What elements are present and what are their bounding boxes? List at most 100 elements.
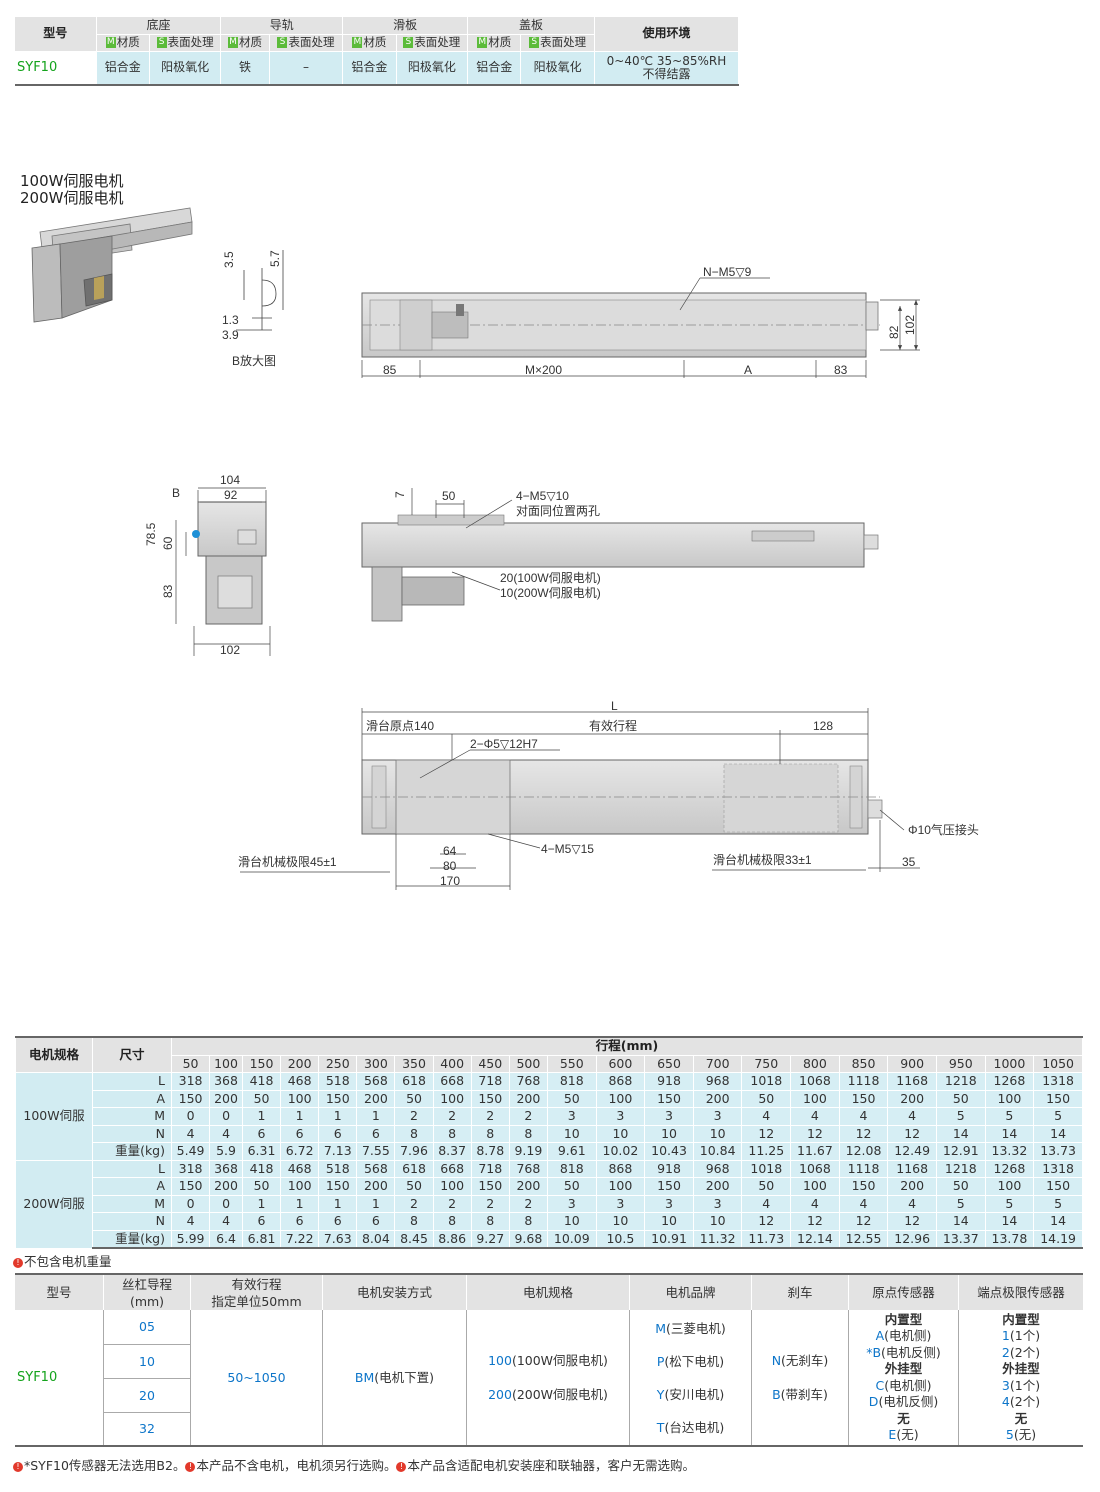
- cover-material: 铝合金: [467, 51, 522, 86]
- dimension-value: 868: [595, 1159, 646, 1178]
- dimension-value: 5: [935, 1194, 986, 1213]
- limit-option-5: 5(无): [959, 1427, 1083, 1444]
- limit-options: 内置型 1(1个) 2(2个) 外挂型 3(1个) 4(2个) 无 5(无): [958, 1310, 1083, 1447]
- order-header-origin: 原点传感器: [848, 1274, 959, 1310]
- dimension-value: 2: [432, 1107, 472, 1126]
- order-header-limit: 端点极限传感器: [958, 1274, 1083, 1310]
- origin-external: 外挂型: [884, 1361, 923, 1376]
- dimension-value: 8: [432, 1212, 472, 1231]
- order-header-brand: 电机品牌: [629, 1274, 752, 1310]
- dimension-value: 150: [170, 1089, 211, 1108]
- dimension-value: 12.08: [838, 1142, 889, 1161]
- dimension-value: 8.04: [356, 1229, 396, 1249]
- dimension-value: 1: [241, 1107, 282, 1126]
- stroke-column-header: 500: [508, 1054, 548, 1073]
- dimension-value: 4: [838, 1194, 889, 1213]
- stroke-column-header: 100: [209, 1054, 243, 1073]
- dimension-value: 14: [935, 1212, 986, 1231]
- limit-33: 滑台机械极限33±1: [713, 852, 812, 867]
- dimension-value: 7.96: [394, 1142, 434, 1161]
- stroke-column-header: 1050: [1033, 1054, 1083, 1073]
- dimension-value: 1: [356, 1194, 396, 1213]
- dimension-value: 1: [241, 1194, 282, 1213]
- brand-code: T: [656, 1419, 665, 1435]
- dimension-value: 6: [318, 1212, 358, 1231]
- dimension-value: 8: [432, 1124, 472, 1143]
- dimension-value: 12: [790, 1212, 840, 1231]
- dimension-value: 418: [241, 1072, 282, 1091]
- dimension-value: 12: [838, 1124, 889, 1143]
- stroke-column-header: 850: [838, 1054, 889, 1073]
- dim-mx200: M×200: [525, 363, 562, 377]
- spec-header-model: 型号: [15, 17, 97, 52]
- dimension-value: 1: [318, 1107, 358, 1126]
- dimension-value: 12: [790, 1124, 840, 1143]
- dimension-value: 718: [470, 1159, 510, 1178]
- stroke-column-header: 400: [432, 1054, 472, 1073]
- dimension-value: 150: [838, 1089, 889, 1108]
- dimension-value: 6.31: [241, 1142, 282, 1161]
- dimension-value: 568: [356, 1159, 396, 1178]
- dimension-value: 618: [394, 1072, 434, 1091]
- m-tag: M: [105, 37, 116, 48]
- dimension-value: 8.45: [394, 1229, 434, 1249]
- dim-60: 60: [161, 536, 175, 550]
- dimension-value: 14: [984, 1124, 1035, 1143]
- stroke-column-header: 350: [394, 1054, 434, 1073]
- origin-text: (无): [896, 1427, 919, 1442]
- dimension-value: 918: [644, 1072, 694, 1091]
- dim-82: 82: [887, 325, 901, 339]
- dimension-value: 1168: [887, 1072, 937, 1091]
- dimension-value: 200: [508, 1177, 548, 1196]
- top-view-dims: [361, 277, 920, 378]
- phi5-label: 2−Φ5▽12H7: [470, 737, 538, 751]
- dim-64: 64: [443, 844, 457, 858]
- dimension-value: 11.73: [741, 1229, 792, 1249]
- dim-5-7: 5.7: [268, 250, 282, 267]
- dimension-value: 100: [280, 1089, 320, 1108]
- row-label: A: [92, 1177, 172, 1196]
- rail-surface: –: [269, 51, 344, 86]
- dimension-value: 1318: [1033, 1159, 1083, 1178]
- lead-header-unit: (mm): [129, 1293, 165, 1309]
- dimension-value: 668: [432, 1072, 472, 1091]
- origin-text: (电机反侧): [878, 1394, 939, 1409]
- dimension-value: 50: [394, 1177, 434, 1196]
- dim-78-5: 78.5: [144, 522, 158, 546]
- limit-text: (1个): [1009, 1377, 1041, 1393]
- dimension-value: 2: [470, 1107, 510, 1126]
- dimension-value: 200: [692, 1089, 743, 1108]
- stroke-column-header: 650: [644, 1054, 694, 1073]
- dimension-value: 12.96: [887, 1229, 937, 1249]
- mount-option: BM(电机下置): [322, 1310, 467, 1447]
- origin-options: 内置型 A(电机侧) *B(电机反侧) 外挂型 C(电机侧) D(电机反侧) 无…: [848, 1310, 959, 1447]
- brand-code: M: [655, 1320, 667, 1336]
- dimension-value: 518: [318, 1072, 358, 1091]
- dimension-value: 818: [546, 1072, 597, 1091]
- footnote-2: 本产品不含电机，电机须另行选购。: [196, 1458, 397, 1473]
- limit-text: (无): [1013, 1427, 1037, 1442]
- dimension-value: 14.19: [1033, 1229, 1083, 1249]
- dimension-value: 1018: [741, 1159, 792, 1178]
- dimension-value: 200: [508, 1089, 548, 1108]
- dimension-value: 8: [394, 1124, 434, 1143]
- dimension-value: 1: [356, 1107, 396, 1126]
- dimension-value: 9.19: [508, 1142, 548, 1161]
- dimension-value: 818: [546, 1159, 597, 1178]
- dim-92: 92: [224, 488, 238, 502]
- dim-7: 7: [393, 491, 407, 498]
- row-label: M: [92, 1194, 172, 1213]
- dimension-value: 50: [546, 1089, 597, 1108]
- dimension-value: 368: [209, 1072, 243, 1091]
- stroke-header-unit: 指定单位50mm: [211, 1293, 302, 1309]
- dimension-value: 6.4: [209, 1229, 243, 1249]
- m-tag: M: [228, 37, 239, 48]
- origin-option-e: E(无): [849, 1427, 958, 1444]
- phi10-label: Φ10气压接头: [908, 822, 979, 837]
- dimension-value: 8: [470, 1124, 510, 1143]
- dimension-value: 718: [470, 1072, 510, 1091]
- dimension-value: 318: [170, 1072, 211, 1091]
